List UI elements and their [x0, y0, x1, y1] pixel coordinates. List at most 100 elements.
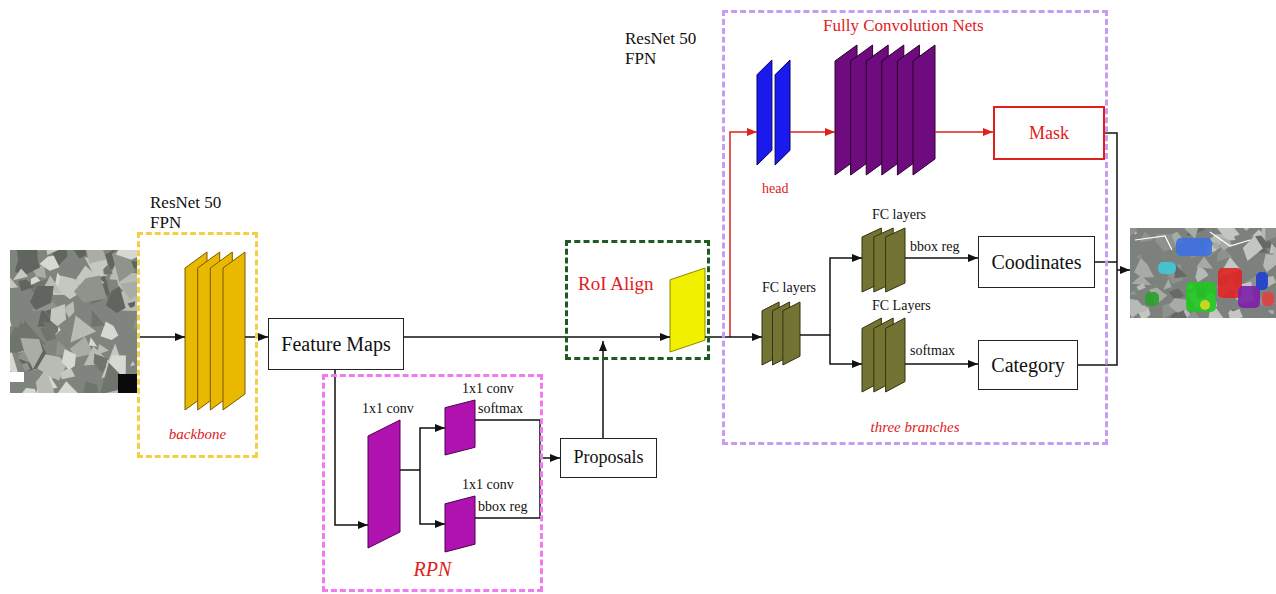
photo-edge: [1135, 232, 1250, 250]
connector-arrow: [335, 370, 368, 525]
connector-arrow: [710, 336, 762, 338]
photo-patch: [30, 286, 54, 310]
feature-layer: [670, 268, 705, 352]
frame-heading: ResNet 50 FPN: [150, 193, 238, 232]
photo-patch: [13, 268, 29, 280]
feature-layer-stack: [368, 420, 400, 548]
photo-patch: [1185, 228, 1201, 239]
annotation-label: 1x1 conv: [462, 476, 514, 493]
photo-patch: [1196, 257, 1213, 269]
feature-layer-stack: [862, 318, 905, 392]
feature-layer-stack: [762, 302, 800, 365]
annotation-label: FC Layers: [872, 297, 931, 314]
feature-layer-stack: [185, 252, 245, 410]
output-photo: [1130, 228, 1276, 318]
photo-patch: [1216, 228, 1240, 240]
connector-arrow: [543, 457, 560, 459]
photo-patch: [22, 363, 30, 371]
mask-blob: [1186, 282, 1216, 312]
photo-patch: [65, 301, 74, 318]
photo-patch: [1229, 309, 1243, 318]
feature-layer: [445, 400, 475, 455]
feature-layer: [368, 420, 400, 548]
annotation-label: softmax: [478, 400, 523, 417]
photo-patch: [45, 250, 63, 255]
annotation-label: FC layers: [872, 206, 926, 223]
photo-patch: [120, 282, 137, 300]
photo-patch: [57, 276, 81, 300]
process-box: Feature Maps: [268, 318, 404, 370]
photo-patch: [118, 374, 137, 393]
photo-patch: [1136, 283, 1145, 291]
mask-blob: [1262, 292, 1274, 306]
photo-patch: [1137, 254, 1142, 258]
annotation-label: softmax: [910, 342, 955, 359]
box-label: Feature Maps: [271, 332, 400, 356]
output-box: Category: [978, 340, 1078, 390]
photo-patch: [1243, 235, 1263, 261]
photo-patch: [10, 372, 24, 382]
photo-patch: [61, 367, 76, 379]
photo-patch: [73, 250, 86, 259]
photo-patch: [70, 316, 96, 343]
frame-heading: ResNet 50 FPN: [625, 29, 713, 68]
mask-blob: [1200, 300, 1210, 310]
flow-wire: [420, 470, 445, 524]
flow-wire: [730, 132, 757, 337]
connector-arrow: [602, 341, 604, 438]
photo-patch: [1139, 306, 1149, 313]
box-label: Coodinates: [982, 251, 1092, 274]
feature-layer-stack: [757, 60, 790, 165]
box-label: Category: [981, 354, 1074, 377]
mask-blob: [1256, 272, 1268, 290]
photo-patch: [85, 250, 106, 263]
photo-patch: [1131, 275, 1151, 285]
photo-patch: [103, 265, 113, 275]
photo-patch: [1169, 298, 1189, 313]
output-box: Coodinates: [978, 236, 1095, 288]
photo-patch: [1268, 310, 1274, 314]
photo-patch: [1169, 288, 1185, 300]
feature-layer-stack: [670, 268, 705, 352]
photo-patch: [128, 301, 136, 308]
feature-layer: [886, 228, 905, 292]
flow-wire: [420, 428, 445, 470]
backbone-frame: ResNet 50 FPNbackbone: [137, 232, 258, 458]
photo-patch: [40, 322, 56, 341]
feature-layer-stack: [835, 45, 935, 175]
photo-patch: [1130, 228, 1137, 237]
photo-patch: [106, 287, 126, 313]
photo-ground: [1130, 228, 1276, 318]
photo-patch: [55, 381, 84, 393]
photo-patch: [94, 353, 108, 372]
flow-wire: [935, 131, 993, 133]
annotation-label: 1x1 conv: [362, 400, 414, 417]
annotation-label: FC layers: [762, 279, 816, 296]
mask-blob: [1145, 292, 1159, 306]
frame-caption: backbone: [140, 426, 255, 443]
annotation-label: Fully Convolution Nets: [823, 16, 984, 36]
feature-layer: [783, 302, 800, 365]
photo-patch: [84, 382, 98, 393]
photo-patch: [1272, 247, 1276, 267]
feature-layer-stack: [862, 228, 905, 292]
roi-frame: RoI Align: [565, 240, 710, 360]
flow-wire: [790, 131, 835, 133]
flow-wire: [905, 363, 978, 365]
frame-caption: RPN: [325, 558, 540, 581]
mask-blob: [1158, 262, 1176, 274]
feature-layer: [757, 60, 772, 165]
photo-patch: [96, 344, 109, 355]
feature-layer: [223, 252, 245, 410]
flow-wire: [800, 334, 830, 336]
flow-wire: [137, 336, 185, 338]
flow-wire: [830, 258, 862, 335]
flow-wire: [1117, 269, 1130, 271]
photo-patch: [1265, 228, 1276, 242]
flow-wire: [400, 469, 420, 471]
photo-patch: [130, 361, 135, 367]
